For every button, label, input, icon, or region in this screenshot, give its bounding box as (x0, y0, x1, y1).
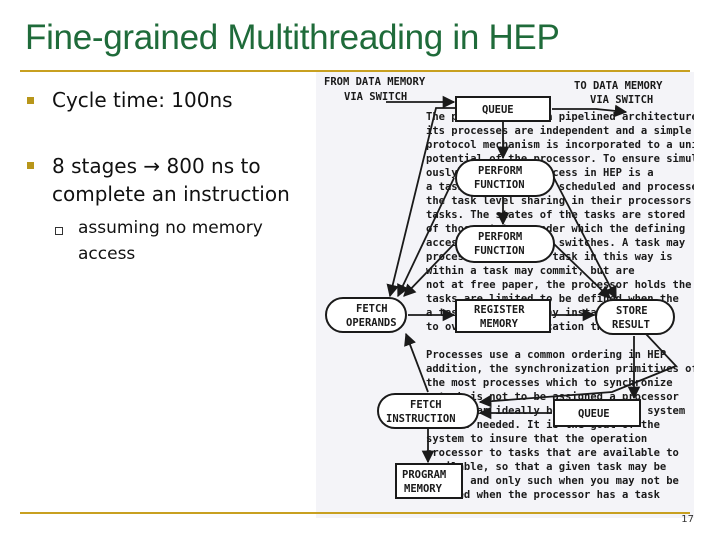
queue-top-label: QUEUE (482, 104, 514, 116)
svg-text:within a task may commit, but: within a task may commit, but are (426, 265, 635, 277)
svg-text:INSTRUCTION: INSTRUCTION (386, 413, 456, 425)
svg-text:its processes are independent: its processes are independent and a simp… (426, 125, 694, 137)
svg-text:FETCH: FETCH (356, 303, 388, 315)
svg-text:MEMORY: MEMORY (404, 483, 443, 495)
perform-function-2: PERFORM FUNCTION (455, 225, 555, 263)
svg-text:not at free paper, the process: not at free paper, the processor holds t… (426, 279, 692, 291)
queue-bottom-label: QUEUE (578, 408, 610, 420)
flow-arrows (386, 95, 678, 464)
bullet-stages-line1: 8 stages → 800 ns to (52, 154, 261, 178)
svg-text:cases) and only such when you: cases) and only such when you may not be (426, 475, 679, 487)
bullet-stages-line2: complete an instruction (52, 182, 290, 206)
footer-divider (20, 512, 690, 514)
to-memory-label-line1: TO DATA MEMORY (574, 80, 663, 92)
store-result: STORE RESULT (595, 299, 675, 335)
svg-text:PERFORM: PERFORM (478, 231, 522, 243)
svg-text:protocol mechanism is incorpor: protocol mechanism is incorporated to a … (426, 139, 694, 151)
fetch-operands: FETCH OPERANDS (325, 297, 407, 333)
queue-bottom-box: QUEUE (553, 399, 641, 427)
svg-text:processor to tasks that are av: processor to tasks that are available to (426, 447, 679, 459)
program-memory: PROGRAM MEMORY (395, 463, 463, 499)
bullet-marker (27, 97, 34, 104)
svg-text:FUNCTION: FUNCTION (474, 179, 525, 191)
sub-bullet-marker (55, 227, 63, 235)
svg-text:PROGRAM: PROGRAM (402, 469, 446, 481)
svg-text:the task level sharing in thei: the task level sharing in their processo… (426, 195, 692, 207)
register-memory: REGISTER MEMORY (455, 299, 551, 333)
svg-text:PERFORM: PERFORM (478, 165, 522, 177)
svg-text:MEMORY: MEMORY (480, 318, 519, 330)
svg-text:REGISTER: REGISTER (474, 304, 525, 316)
from-memory-label-line2: VIA SWITCH (344, 91, 407, 103)
queue-top-box: QUEUE (455, 96, 551, 122)
svg-text:the most processes which to sy: the most processes which to synchronize (426, 377, 673, 389)
svg-text:addition, the synchronization: addition, the synchronization primitives… (426, 363, 694, 375)
sub-bullet-line2: access (78, 244, 136, 264)
svg-text:Processes use a common orderin: Processes use a common ordering in HEP (426, 349, 666, 361)
slide-title: Fine-grained Multithreading in HEP (25, 18, 560, 57)
svg-text:available, so that a given tas: available, so that a given task may be (426, 461, 666, 473)
svg-text:FUNCTION: FUNCTION (474, 245, 525, 257)
to-memory-label-line2: VIA SWITCH (590, 94, 653, 106)
bullet-marker (27, 162, 34, 169)
from-memory-label-line1: FROM DATA MEMORY (324, 76, 426, 88)
hep-pipeline-diagram: The processor uses a pipelined architect… (316, 72, 694, 518)
bullet-cycle-time: Cycle time: 100ns (52, 88, 233, 112)
perform-function-1: PERFORM FUNCTION (455, 159, 555, 197)
svg-text:created when the processor has: created when the processor has a task (426, 489, 661, 501)
svg-text:tasks. The states of the tasks: tasks. The states of the tasks are store… (426, 209, 685, 221)
title-divider (20, 70, 690, 72)
svg-text:STORE: STORE (616, 305, 648, 317)
sub-bullet-line1: assuming no memory (78, 218, 263, 238)
svg-text:FETCH: FETCH (410, 399, 442, 411)
svg-text:RESULT: RESULT (612, 319, 650, 331)
svg-text:OPERANDS: OPERANDS (346, 317, 397, 329)
svg-text:system to insure that the oper: system to insure that the operation (426, 433, 647, 445)
page-number: 17 (681, 514, 694, 525)
fetch-instruction: FETCH INSTRUCTION (377, 393, 479, 429)
